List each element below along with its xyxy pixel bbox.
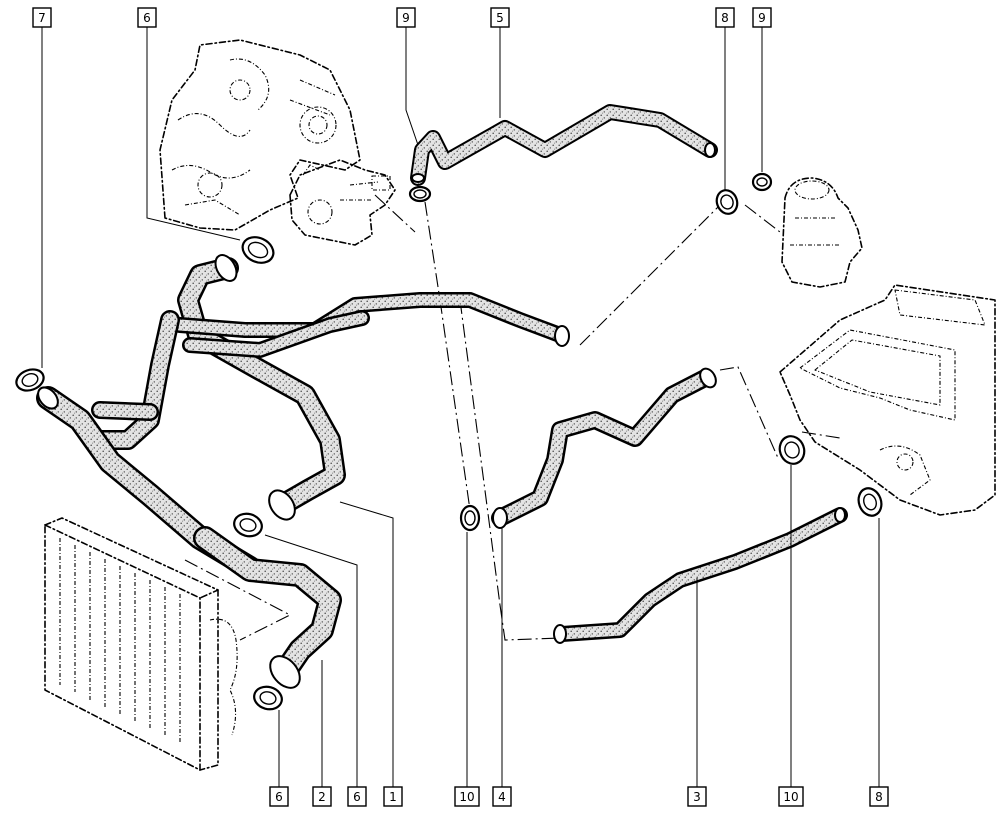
callout-7-top: 7: [32, 7, 52, 28]
callout-4-bottom: 4: [492, 786, 512, 807]
callout-label: 1: [389, 790, 397, 804]
callout-label: 2: [318, 790, 326, 804]
assembly-lines: [184, 194, 841, 641]
callout-3-bottom: 3: [687, 786, 707, 807]
callout-label: 10: [459, 790, 474, 804]
callout-10-bottom-left: 10: [454, 786, 480, 807]
expansion-tank: [781, 177, 863, 288]
callout-label: 3: [693, 790, 701, 804]
callout-label: 6: [275, 790, 283, 804]
callout-labels: 7 6 9 5 8 9 6 2: [32, 7, 889, 807]
clamp-9-top: [408, 185, 432, 203]
callout-label: 6: [143, 11, 151, 25]
callout-1-bottom: 1: [383, 786, 403, 807]
hose-2: [193, 526, 342, 684]
hose-4: [491, 369, 714, 527]
bypass-pipe: [172, 292, 568, 358]
callout-9-top-right: 9: [752, 7, 772, 28]
clamp-6-lower: [253, 685, 283, 711]
callout-label: 8: [721, 11, 729, 25]
hose-cuffs: [37, 142, 846, 689]
callout-8-top: 8: [715, 7, 735, 28]
hose-clamps: [15, 172, 883, 711]
callout-9-top-left: 9: [396, 7, 416, 28]
callout-label: 5: [496, 11, 504, 25]
radiator: [44, 517, 238, 771]
clamp-8-heater: [857, 487, 883, 517]
clamp-6-mid: [233, 512, 263, 538]
leader-lines: [41, 27, 880, 787]
callout-2-bottom: 2: [312, 786, 332, 807]
callout-label: 9: [758, 11, 766, 25]
callout-8-bottom: 8: [869, 786, 889, 807]
callout-label: 9: [402, 11, 410, 25]
engine-block: [159, 39, 361, 231]
callout-6-bottom-right: 6: [347, 786, 367, 807]
hose-3: [554, 507, 848, 642]
thermostat-housing: [289, 159, 396, 246]
callout-label: 4: [498, 790, 506, 804]
callout-label: 6: [353, 790, 361, 804]
callout-6-bottom-left: 6: [269, 786, 289, 807]
hose-5: [410, 104, 718, 186]
clamp-10-right: [778, 435, 806, 465]
clamp-10-left: [459, 504, 481, 532]
clamp-6-engine: [241, 236, 275, 264]
callout-6-top: 6: [137, 7, 157, 28]
clamp-9-tank: [751, 172, 773, 192]
callout-label: 10: [783, 790, 798, 804]
callout-label: 7: [38, 11, 46, 25]
heater-unit: [779, 284, 996, 516]
callout-5-top: 5: [490, 7, 510, 28]
callout-label: 8: [875, 790, 883, 804]
callout-10-bottom-right: 10: [778, 786, 804, 807]
clamp-7-radiator: [15, 368, 45, 392]
hose-1: [177, 257, 346, 516]
clamp-8-tank: [715, 189, 739, 215]
